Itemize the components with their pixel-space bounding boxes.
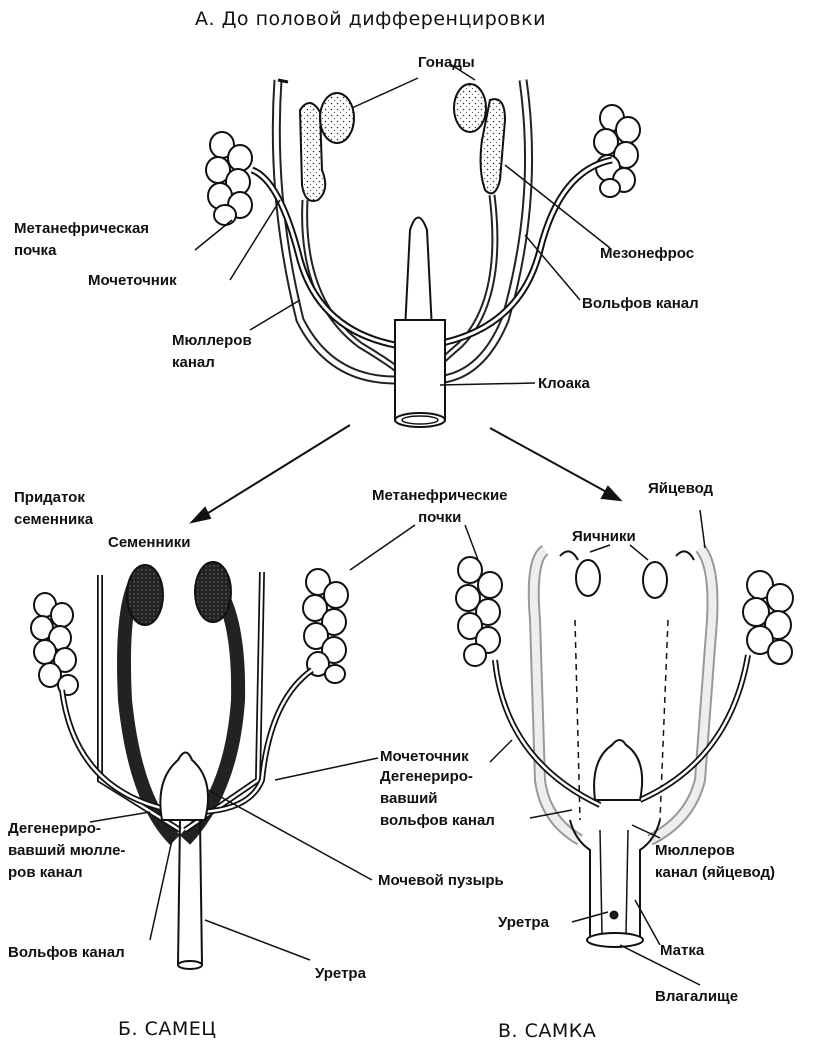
label-metanephric-kidneys: Метанефрические почки	[372, 485, 508, 529]
undifferentiated-diagram	[195, 64, 640, 427]
label-ureter-bottom: Мочеточник	[380, 748, 469, 766]
female-left-kidney	[456, 557, 502, 666]
label-ureter-top: Мочеточник	[88, 272, 177, 290]
title-undifferentiated: А. До половой дифференцировки	[195, 8, 546, 30]
left-ovary	[576, 560, 600, 596]
left-gonad	[320, 93, 354, 143]
left-testis	[127, 565, 163, 625]
right-ovary	[643, 562, 667, 598]
left-metanephric-kidney-top	[206, 132, 252, 225]
label-wolffian-duct-male: Вольфов канал	[8, 944, 125, 962]
right-gonad	[454, 84, 486, 132]
label-bladder: Мочевой пузырь	[378, 872, 504, 890]
female-right-kidney	[743, 571, 793, 664]
label-wolffian-duct-top: Вольфов канал	[582, 295, 699, 313]
label-ovaries: Яичники	[572, 528, 636, 546]
label-mullerian-duct-top: Мюллеров канал	[172, 330, 252, 374]
label-vagina: Влагалище	[655, 988, 738, 1006]
label-gonads: Гонады	[418, 54, 475, 72]
male-bladder	[160, 753, 208, 821]
label-oviduct: Яйцевод	[648, 480, 713, 498]
title-male: Б. САМЕЦ	[118, 1018, 217, 1040]
female-bladder	[594, 740, 642, 800]
label-uterus: Матка	[660, 942, 704, 960]
male-left-kidney	[31, 593, 78, 695]
male-diagram	[31, 562, 372, 969]
right-testis	[195, 562, 231, 622]
allantois	[405, 218, 432, 331]
label-epididymis: Придаток семенника	[14, 487, 93, 531]
label-degenerated-mullerian: Дегенериро- вавший мюлле- ров канал	[8, 818, 125, 884]
label-mullerian-oviduct: Мюллеров канал (яйцевод)	[655, 840, 775, 884]
label-cloaca: Клоака	[538, 375, 590, 393]
label-mesonephros: Мезонефрос	[600, 245, 694, 263]
cloaca	[395, 320, 445, 420]
label-urethra-female: Уретра	[498, 914, 549, 932]
label-testes: Семенники	[108, 534, 191, 552]
label-metanephric-kidney: Метанефрическая почка	[14, 218, 149, 262]
right-metanephric-kidney-top	[594, 105, 640, 197]
label-urethra-male: Уретра	[315, 965, 366, 983]
label-degenerated-wolffian: Дегенериро- вавший вольфов канал	[380, 766, 495, 832]
title-female: В. САМКА	[498, 1020, 596, 1042]
male-right-kidney	[303, 569, 348, 683]
